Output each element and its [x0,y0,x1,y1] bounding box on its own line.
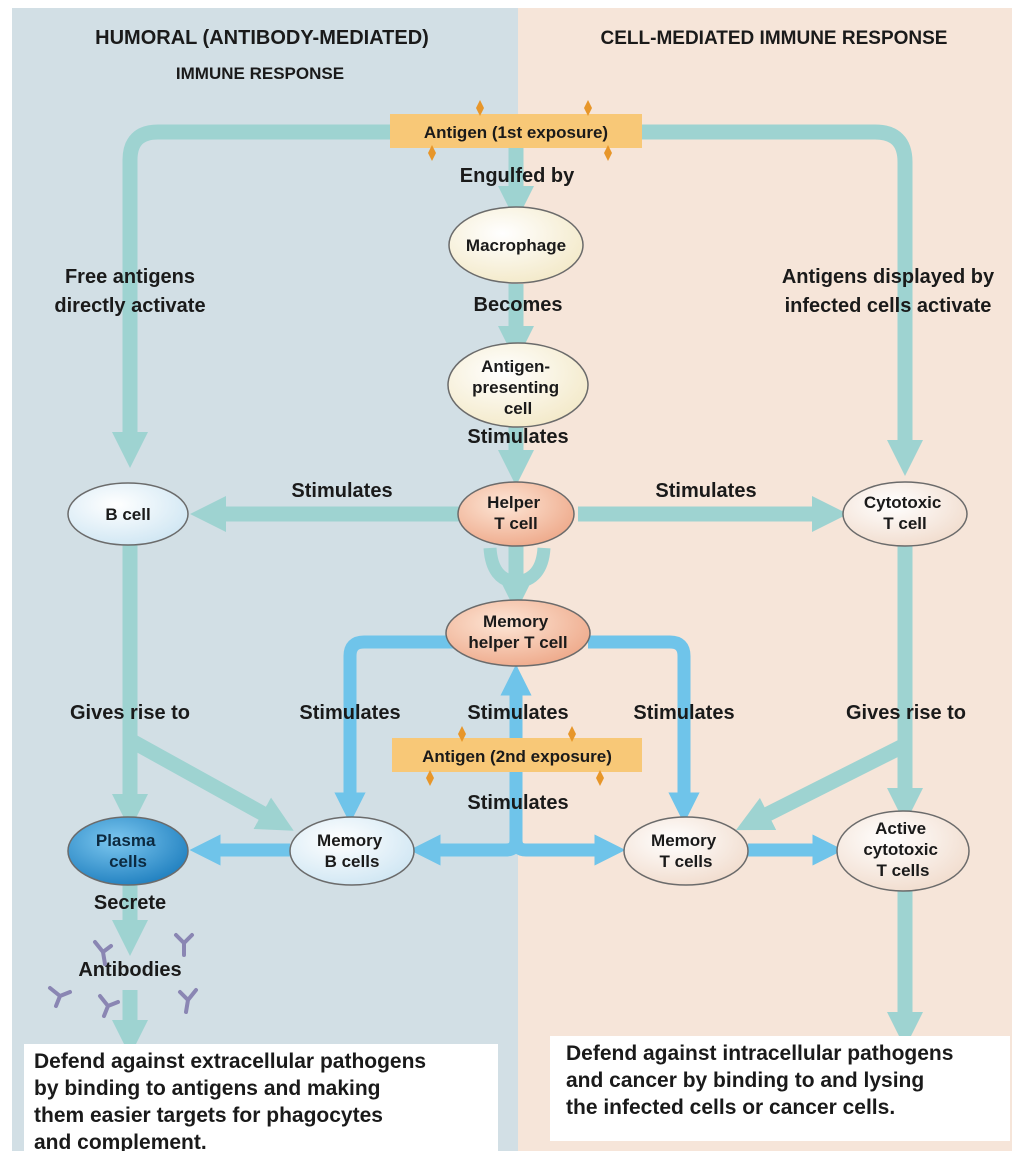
label-stimulates-left: Stimulates [291,480,392,502]
arrow-memhelper-to-memory-t [588,635,700,824]
arrow-antigen-to-bcell [111,124,392,469]
label-stimulates-right: Stimulates [655,480,756,502]
antibody-icons [48,933,198,1018]
label-antibodies: Antibodies [78,959,181,981]
antigen-particle [568,726,576,742]
active-cytotoxic-label: Active cytotoxic T cells [863,819,942,880]
cell-mediated-outcome-box [550,1036,1010,1141]
cell-mediated-outcome-text: Defend against intracellular pathogens a… [566,1042,954,1119]
label-becomes: Becomes [474,294,563,316]
plasma-node [67,816,189,886]
memory-arrows [189,635,844,866]
antibody-icon [98,994,120,1018]
antibody-icon [93,940,113,966]
humoral-header-line1: HUMORAL (ANTIBODY-MEDIATED) [95,27,429,49]
apc-node [447,342,589,428]
label-stimulates-second: Stimulates [467,792,568,814]
antigen-particle [476,100,484,116]
label-displayed-1: Antigens displayed by [782,266,995,288]
antibody-icon [174,933,194,957]
helper-t-node [457,481,575,547]
label-stimulates-mem-2: Stimulates [467,702,568,724]
bcell-label: B cell [105,505,150,524]
label-free-antigens-1: Free antigens [65,266,195,288]
active-cytotoxic-node [836,810,970,892]
label-stimulates-apc: Stimulates [467,426,568,448]
apc-label: Antigen- presenting cell [472,357,564,418]
antigen-first-box [390,114,642,148]
antigen-particle [428,145,436,161]
memory-b-label: Memory B cells [317,831,387,871]
cell-nodes [67,206,970,892]
arrow-memhelper-to-memory-b [334,635,454,824]
antigen-particle [458,726,466,742]
humoral-header-sub: IMMUNE RESPONSE [176,64,344,83]
arrow-antigen2-to-memory-t [509,834,626,866]
arrow-cytotoxic-to-memory-t [735,738,909,831]
cell-mediated-panel [518,8,1012,1151]
memory-helper-t-label: Memory helper T cell [468,612,567,652]
memory-t-node [623,816,749,886]
memory-b-node [289,816,415,886]
antigen-second-label: Antigen (2nd exposure) [422,747,612,766]
label-displayed-2: infected cells activate [785,295,992,317]
label-free-antigens-2: directly activate [54,295,205,317]
antigen-particle [596,770,604,786]
cytotoxic-t-node [842,481,968,547]
antigen-second-box [392,738,642,772]
cell-mediated-header: CELL-MEDIATED IMMUNE RESPONSE [601,28,948,49]
memory-helper-t-node [445,599,591,667]
cytotoxic-t-label: Cytotoxic T cell [864,493,946,533]
arrow-bcell-to-memory-b [126,733,294,831]
primary-arrows [111,124,924,1057]
label-stimulates-mem-3: Stimulates [633,702,734,724]
label-stimulates-mem-1: Stimulates [299,702,400,724]
plasma-label: Plasma cells [96,831,160,871]
humoral-header: HUMORAL (ANTIBODY-MEDIATED) [95,27,429,49]
humoral-outcome-text: Defend against extracellular pathogens b… [34,1050,427,1151]
macrophage-node [448,206,584,284]
label-gives-rise-left: Gives rise to [70,702,190,724]
macrophage-label: Macrophage [466,236,566,255]
helper-self-renew-curl [483,547,551,589]
antibody-icon [48,986,72,1008]
label-secrete: Secrete [94,892,166,914]
humoral-outcome-box [24,1044,498,1151]
bcell-node [67,482,189,546]
arrow-antigen-to-cytotoxic [640,124,924,477]
antigen-particle [604,145,612,161]
antigen-first-label: Antigen (1st exposure) [424,123,608,142]
humoral-panel [12,8,518,1151]
memory-t-label: Memory T cells [651,831,721,871]
label-engulfed-by: Engulfed by [460,165,575,187]
antigen-particle [584,100,592,116]
antibody-icon [178,988,198,1014]
antigen-particle [426,770,434,786]
label-gives-rise-right: Gives rise to [846,702,966,724]
helper-t-label: Helper T cell [487,493,545,533]
antigen-particles [426,100,612,786]
